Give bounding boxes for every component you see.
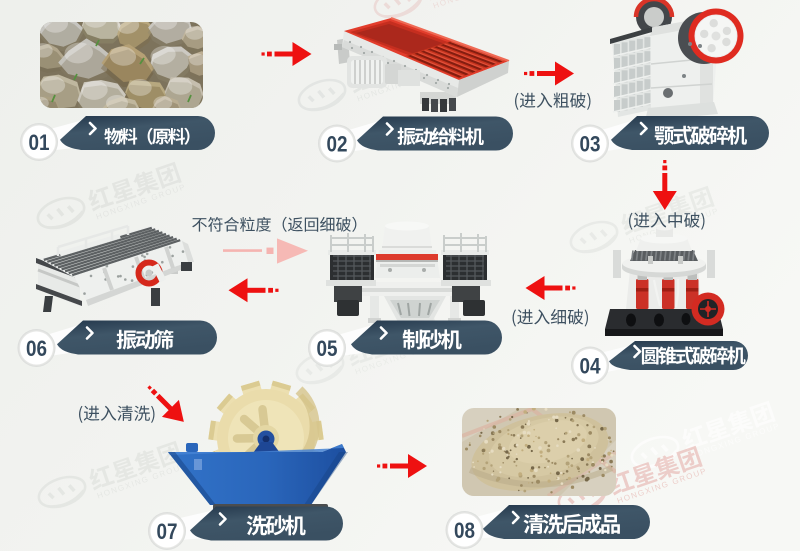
svg-text:01: 01 <box>29 130 50 155</box>
svg-text:08: 08 <box>454 518 475 543</box>
svg-text:05: 05 <box>317 336 338 361</box>
svg-text:04: 04 <box>580 354 602 379</box>
svg-text:06: 06 <box>26 336 47 361</box>
svg-text:02: 02 <box>327 132 348 157</box>
svg-text:07: 07 <box>157 519 178 544</box>
svg-text:03: 03 <box>580 132 601 157</box>
